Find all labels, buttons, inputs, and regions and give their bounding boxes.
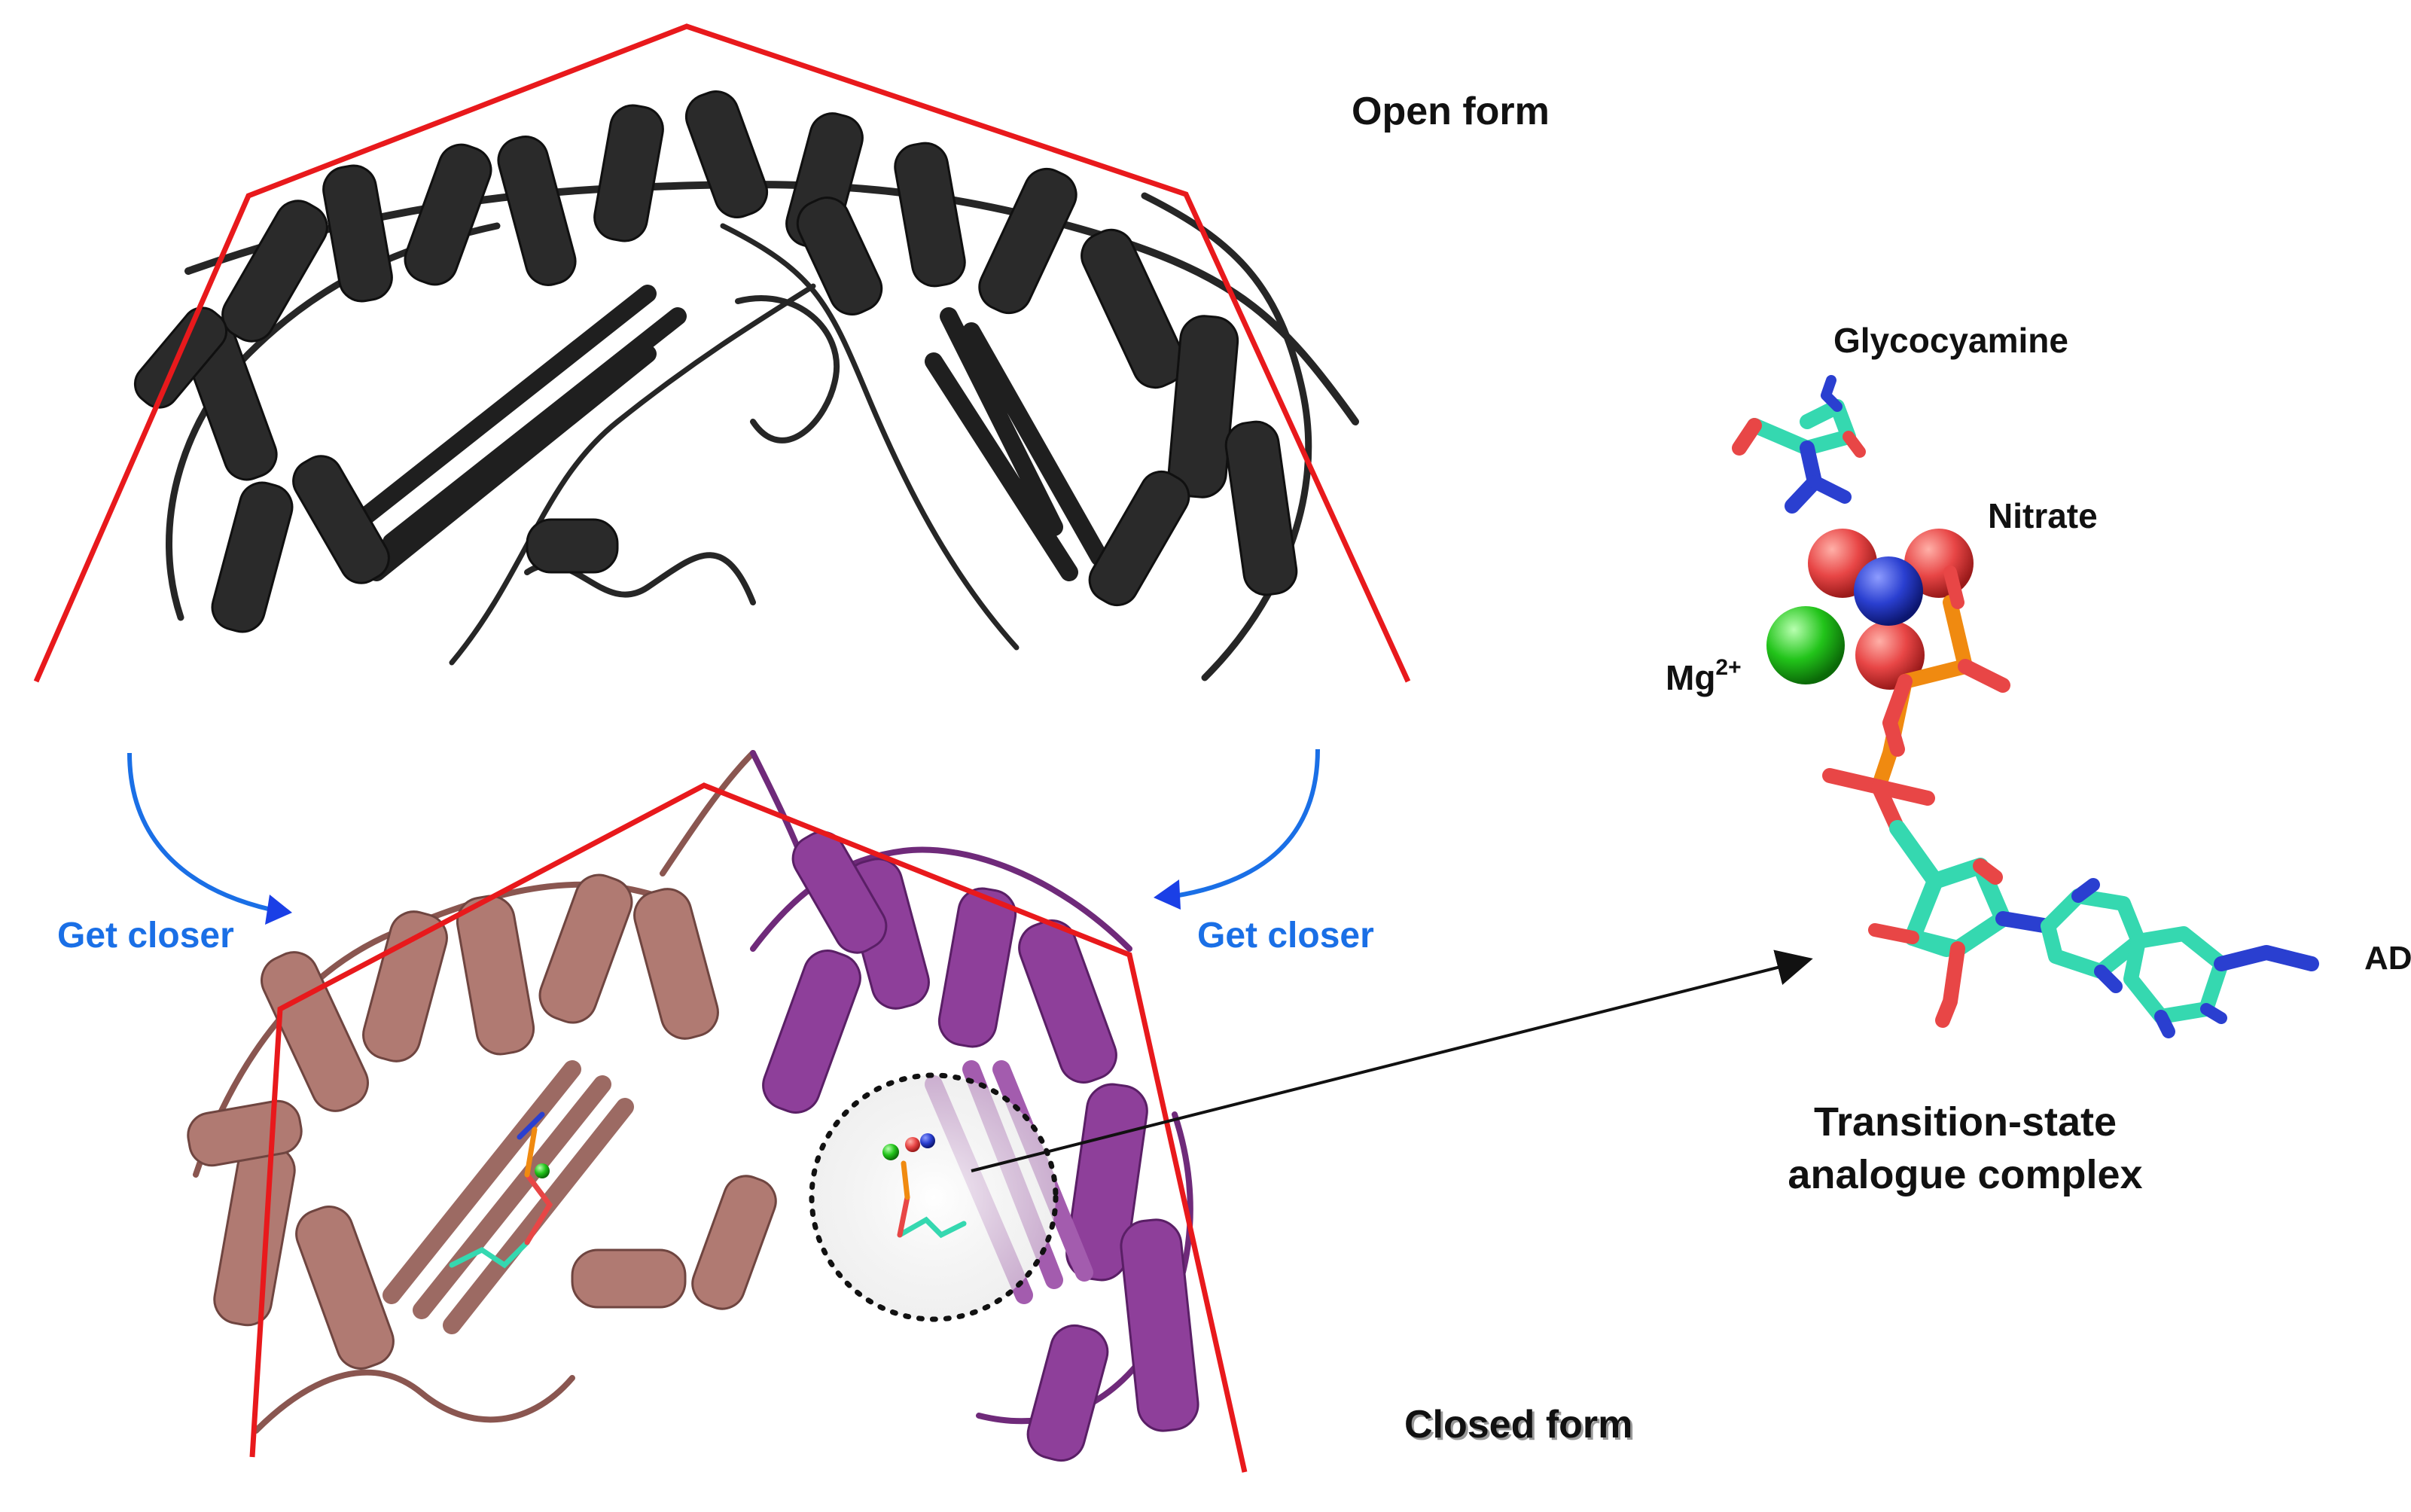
closed-form-label: Closed form bbox=[1404, 1403, 1633, 1446]
open-form-outline bbox=[33, 23, 1411, 683]
magnesium-label-charge: 2+ bbox=[1715, 655, 1742, 680]
closed-form-left-ligand bbox=[449, 1111, 553, 1269]
get-closer-left-arrow bbox=[127, 752, 292, 925]
open-form-helices bbox=[133, 90, 1298, 633]
transition-state-label: Transition-state analogue complex bbox=[1732, 1096, 2199, 1201]
get-closer-left-label: Get closer bbox=[57, 916, 234, 956]
get-closer-right-label: Get closer bbox=[1197, 916, 1374, 956]
glycocyamine-label: Glycocyamine bbox=[1833, 321, 2068, 360]
closed-form-outline bbox=[249, 782, 1248, 1473]
nitrate-label: Nitrate bbox=[1988, 496, 2098, 535]
adp-molecule bbox=[1822, 565, 2319, 1038]
magnesium-ion bbox=[1766, 606, 1845, 684]
open-form-label: Open form bbox=[1352, 90, 1550, 133]
closed-form-right-ligand bbox=[882, 1133, 967, 1239]
magnesium-label-base: Mg bbox=[1666, 658, 1716, 697]
active-site-highlight bbox=[809, 1072, 1059, 1322]
zoom-pointer-arrow bbox=[971, 950, 1813, 1172]
glycocyamine-molecule bbox=[1732, 375, 1866, 514]
get-closer-right-arrow bbox=[1154, 748, 1320, 910]
transition-state-label-line2: analogue complex bbox=[1788, 1152, 2143, 1197]
transition-state-label-line1: Transition-state bbox=[1813, 1099, 2117, 1145]
magnesium-label: Mg2+ bbox=[1666, 655, 1742, 698]
adp-label: ADP bbox=[2364, 940, 2411, 977]
